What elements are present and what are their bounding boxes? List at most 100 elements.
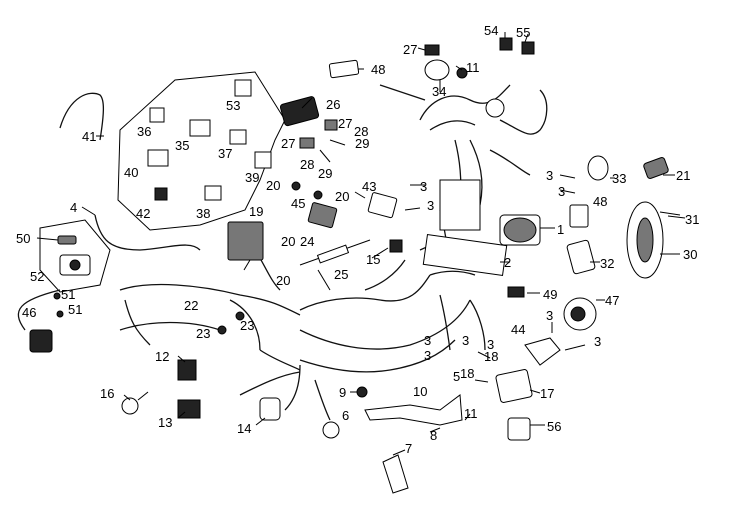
label-44: 44: [511, 322, 525, 337]
label-22: 22: [184, 298, 198, 313]
label-6: 6: [342, 408, 349, 423]
label-53: 53: [226, 98, 240, 113]
main-wiring-harness: [17, 84, 548, 421]
part-8-bracket: [364, 394, 463, 426]
part-38-relay: [204, 185, 222, 201]
part-15-connector: [389, 239, 403, 253]
label-10: 10: [413, 384, 427, 399]
part-16-pin: [137, 391, 149, 401]
label-29b: 29: [318, 166, 332, 181]
part-30-horn-inner: [636, 217, 654, 263]
part-23-nut: [217, 325, 227, 335]
part-9-grommet: [356, 386, 368, 398]
label-51a: 51: [61, 287, 75, 302]
part-3d-screw: [564, 344, 586, 351]
label-15: 15: [366, 252, 380, 267]
label-50: 50: [16, 231, 30, 246]
label-3h: 3: [424, 348, 431, 363]
part-35-relay: [189, 119, 211, 137]
part-53-relay: [234, 79, 252, 97]
part-2-main-bracket: [422, 234, 508, 276]
part-27-connector: [424, 44, 440, 56]
label-9: 9: [339, 385, 346, 400]
label-7: 7: [405, 441, 412, 456]
part-31-bolt: [659, 211, 681, 216]
part-17-box: [495, 369, 533, 403]
label-20a: 20: [266, 178, 280, 193]
label-3g: 3: [424, 333, 431, 348]
label-27b: 27: [281, 136, 295, 151]
part-51-bolt: [53, 292, 61, 300]
part-18b-screw: [474, 379, 489, 383]
label-14: 14: [237, 421, 251, 436]
label-3j: 3: [487, 337, 494, 352]
part-47-speaker-center: [570, 306, 586, 322]
label-16: 16: [100, 386, 114, 401]
part-56-connector: [507, 417, 531, 441]
label-19: 19: [249, 204, 263, 219]
label-55: 55: [516, 25, 530, 40]
label-20c: 20: [281, 234, 295, 249]
part-44-bracket: [524, 337, 561, 366]
label-45: 45: [291, 196, 305, 211]
label-20d: 20: [276, 273, 290, 288]
part-6-nut: [322, 421, 340, 439]
part-22-nut: [235, 311, 245, 321]
label-3i: 3: [462, 333, 469, 348]
label-47: 47: [605, 293, 619, 308]
label-48a: 48: [371, 62, 385, 77]
part-18-screw: [477, 351, 491, 359]
label-41: 41: [82, 129, 96, 144]
label-2: 2: [504, 255, 511, 270]
label-35: 35: [175, 138, 189, 153]
label-3e: 3: [420, 179, 427, 194]
label-29a: 29: [355, 136, 369, 151]
label-3b: 3: [558, 184, 565, 199]
part-34-sensor: [485, 98, 505, 118]
part-33-sensor: [587, 155, 609, 181]
label-3d: 3: [594, 334, 601, 349]
label-18a: 18: [484, 349, 498, 364]
part-29-bolt: [329, 139, 346, 146]
part-39-relay: [254, 151, 272, 169]
label-13: 13: [158, 415, 172, 430]
part-16-plug: [121, 397, 139, 415]
label-27a: 27: [338, 116, 352, 131]
part-28-clip: [324, 119, 338, 131]
part-34-horn: [424, 59, 450, 81]
leader-lines: [36, 32, 686, 456]
label-25: 25: [334, 267, 348, 282]
label-28a: 28: [354, 124, 368, 139]
part-40-relay: [147, 149, 169, 167]
part-55-switch: [521, 41, 535, 55]
part-26-module: [279, 96, 320, 127]
label-8: 8: [430, 428, 437, 443]
part-3f-screw: [404, 207, 421, 211]
part-49-clip: [507, 286, 525, 298]
label-43: 43: [362, 179, 376, 194]
label-23a: 23: [196, 326, 210, 341]
label-12: 12: [155, 349, 169, 364]
part-11-nut: [456, 67, 468, 79]
label-54: 54: [484, 23, 498, 38]
label-46: 46: [22, 305, 36, 320]
part-29b-bolt: [319, 149, 331, 163]
part-48-plate: [569, 204, 589, 228]
part-20-nut: [291, 181, 301, 191]
label-21: 21: [676, 168, 690, 183]
part-42-relay: [154, 187, 168, 201]
label-18b: 18: [460, 366, 474, 381]
part-36-relay: [149, 107, 165, 123]
part-27-clip: [299, 137, 315, 149]
label-31: 31: [685, 212, 699, 227]
label-48b: 48: [593, 194, 607, 209]
label-42: 42: [136, 206, 150, 221]
label-11b: 11: [466, 60, 480, 75]
label-27c: 27: [403, 42, 417, 57]
part-41-tube: [59, 92, 105, 141]
part-45-module: [307, 202, 338, 229]
part-19-regulator: [227, 221, 264, 261]
part-52-lock-icon: [69, 259, 81, 271]
label-56: 56: [547, 419, 561, 434]
part-48-bracket: [328, 59, 360, 79]
